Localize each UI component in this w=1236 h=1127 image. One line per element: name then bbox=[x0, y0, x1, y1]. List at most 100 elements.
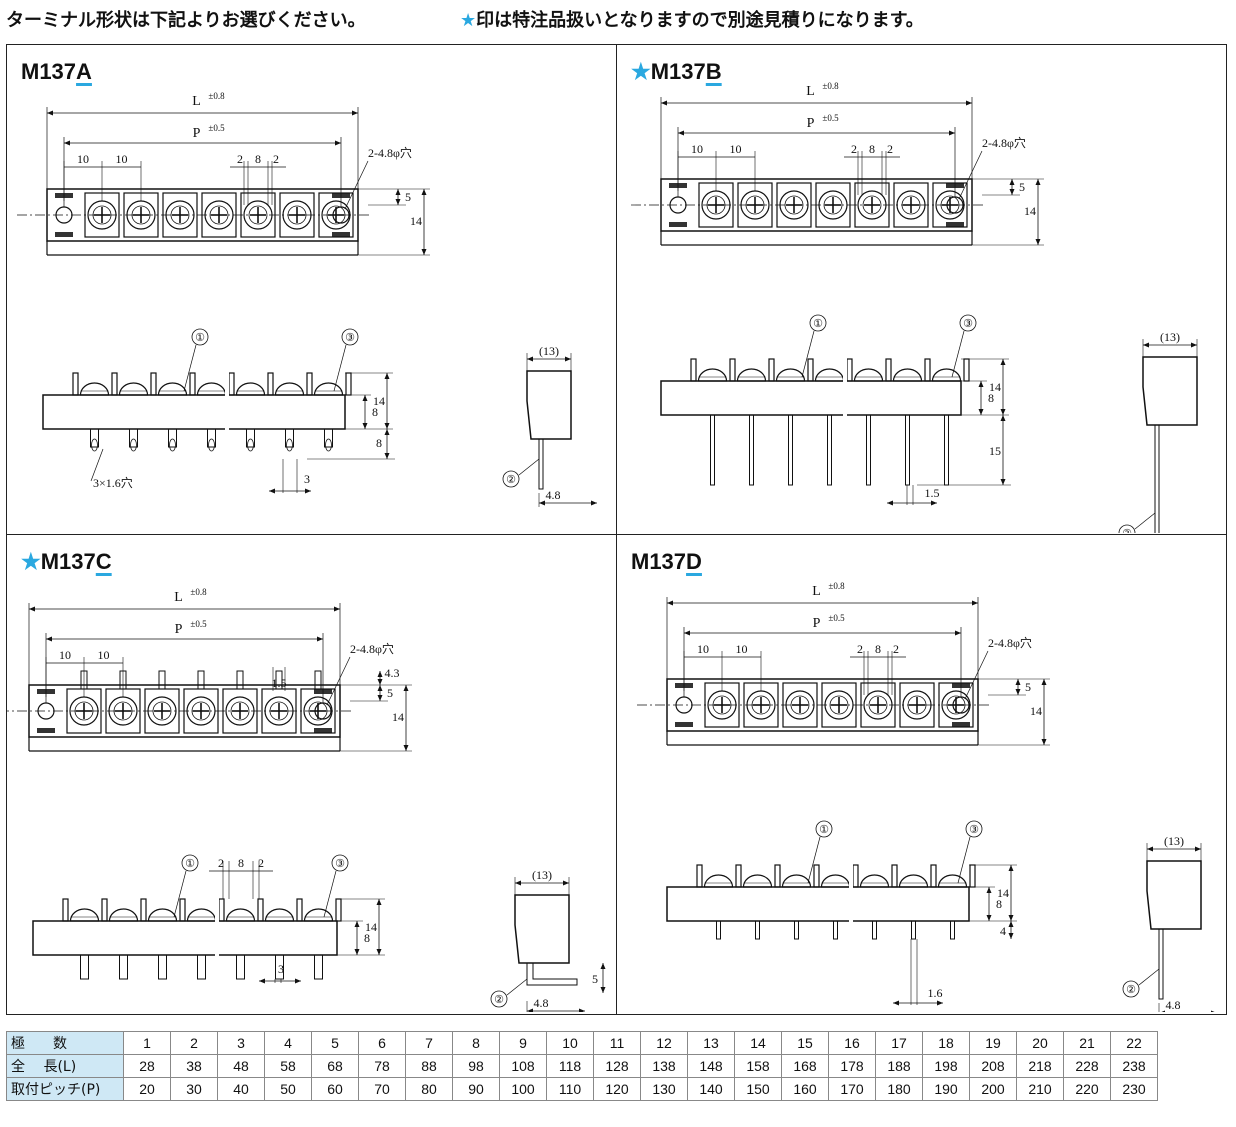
dimension-label: 8 bbox=[875, 642, 881, 656]
dimension-label: 14 bbox=[392, 710, 404, 724]
table-cell: 148 bbox=[687, 1054, 735, 1078]
screw-dome bbox=[853, 368, 884, 382]
arrow-head bbox=[335, 140, 341, 146]
table-cell: 108 bbox=[499, 1054, 547, 1078]
dimension-label-L: L bbox=[174, 590, 183, 605]
dimension-label: 2 bbox=[258, 856, 264, 870]
pin bbox=[716, 920, 721, 940]
panel-title: M137D bbox=[631, 549, 702, 575]
model-suffix: B bbox=[705, 59, 722, 84]
mount-tab bbox=[946, 222, 964, 227]
dimension-label: 14 bbox=[1024, 204, 1036, 218]
table-cell: 38 bbox=[170, 1054, 218, 1078]
screw-dome bbox=[820, 874, 851, 888]
arrow-head bbox=[978, 409, 984, 415]
leader-line bbox=[957, 836, 971, 884]
table-cell: 1 bbox=[123, 1031, 171, 1055]
pin bbox=[872, 920, 877, 940]
tolerance-label: ±0.5 bbox=[828, 613, 845, 623]
arrow-head bbox=[661, 100, 667, 106]
table-cell: 58 bbox=[264, 1054, 312, 1078]
screw-dome bbox=[303, 908, 334, 922]
barrier-rib bbox=[296, 898, 303, 922]
model-suffix: D bbox=[686, 549, 702, 574]
pin bbox=[905, 414, 910, 486]
barrier-rib bbox=[72, 372, 79, 396]
barrier-rib bbox=[813, 864, 820, 888]
barrier-rib bbox=[963, 358, 970, 382]
barrier-rib bbox=[969, 864, 976, 888]
model-prefix: M137 bbox=[40, 549, 96, 574]
dimension-label: 10 bbox=[697, 642, 709, 656]
callout-circle bbox=[341, 328, 359, 346]
screw-dome bbox=[108, 908, 139, 922]
arrow-head bbox=[1008, 915, 1014, 921]
mount-tab bbox=[669, 222, 687, 227]
arrow-head bbox=[1191, 342, 1197, 348]
pin bbox=[168, 428, 177, 448]
pin bbox=[788, 414, 793, 486]
arrow-head bbox=[362, 395, 368, 401]
model-prefix: M137 bbox=[650, 59, 706, 84]
pin-slot bbox=[130, 438, 137, 452]
dimension-label: 10 bbox=[59, 648, 71, 662]
table-cell: 8 bbox=[452, 1031, 500, 1055]
callout-circle bbox=[809, 314, 827, 332]
table-cell: 12 bbox=[640, 1031, 688, 1055]
pin bbox=[246, 428, 255, 448]
table-cell: 188 bbox=[875, 1054, 923, 1078]
callout-1-label: ① bbox=[195, 332, 205, 344]
table-cell: 18 bbox=[922, 1031, 970, 1055]
row-label: 極 数 bbox=[6, 1031, 124, 1055]
bent-pin bbox=[526, 962, 578, 986]
dimension-label: 2 bbox=[273, 152, 279, 166]
barrier-rib bbox=[257, 898, 264, 922]
pin bbox=[749, 414, 754, 486]
dimension-label: 2 bbox=[887, 142, 893, 156]
arrow-head bbox=[1008, 921, 1014, 927]
mount-tab bbox=[952, 722, 970, 727]
side-dim-label: (13) bbox=[1164, 834, 1184, 848]
hole-label: 2-4.8φ穴 bbox=[368, 145, 412, 160]
leader-line bbox=[951, 330, 965, 378]
table-cell: 118 bbox=[546, 1054, 594, 1078]
table-cell: 98 bbox=[452, 1054, 500, 1078]
callout-circle bbox=[490, 990, 508, 1008]
arrow-head bbox=[527, 356, 533, 362]
leader-line bbox=[964, 650, 989, 700]
pin bbox=[314, 954, 323, 980]
arrow-head bbox=[384, 373, 390, 379]
callout-3-label: ③ bbox=[963, 318, 973, 330]
arrow-head bbox=[354, 949, 360, 955]
pin bbox=[950, 920, 955, 940]
table-cell: 180 bbox=[875, 1077, 923, 1101]
screw-dome bbox=[775, 368, 806, 382]
table-cell: 130 bbox=[640, 1077, 688, 1101]
pin bbox=[794, 920, 799, 940]
barrier-rib bbox=[306, 372, 313, 396]
pin bbox=[197, 954, 206, 980]
side-body bbox=[1142, 356, 1198, 426]
screw-dome bbox=[697, 368, 728, 382]
callout-2-label: ② bbox=[494, 994, 504, 1006]
arrow-head bbox=[591, 500, 597, 506]
arrow-head bbox=[986, 887, 992, 893]
table-cell: 178 bbox=[828, 1054, 876, 1078]
table-cell: 90 bbox=[452, 1077, 500, 1101]
table-cell: 16 bbox=[828, 1031, 876, 1055]
side-dim-label: (13) bbox=[532, 868, 552, 882]
front-body bbox=[42, 394, 346, 430]
table-cell: 158 bbox=[734, 1054, 782, 1078]
screw-dome bbox=[892, 368, 923, 382]
arrow-head bbox=[579, 1008, 585, 1012]
screw-dome bbox=[274, 382, 305, 396]
mount-tab bbox=[37, 728, 55, 733]
arrow-head bbox=[1211, 1010, 1215, 1012]
dimension-label: 14 bbox=[373, 394, 385, 408]
dimension-label: 4.3 bbox=[385, 666, 400, 680]
tolerance-label: ±0.5 bbox=[822, 113, 839, 123]
dimension-label: 14 bbox=[365, 920, 377, 934]
arrow-head bbox=[1008, 933, 1014, 939]
